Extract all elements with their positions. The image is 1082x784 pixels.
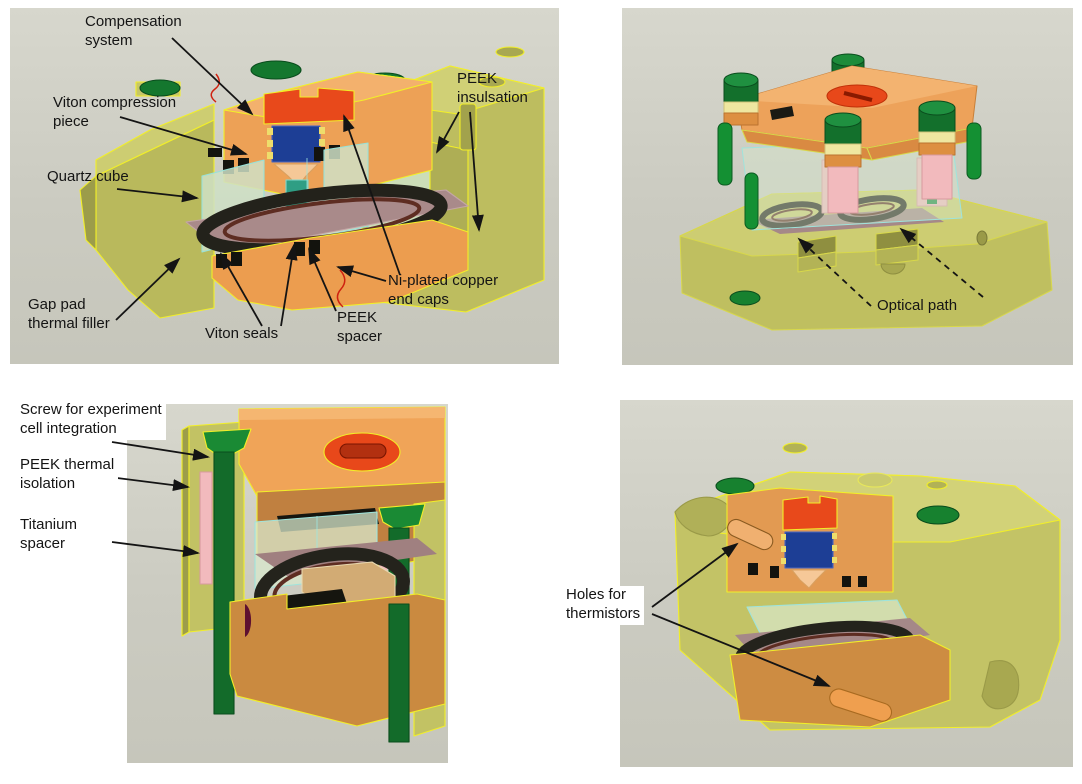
label-quartz-cube: Quartz cube [47,168,129,185]
label-viton-seals: Viton seals [205,325,279,342]
cad-render-corner-cutaway [181,406,446,743]
panel-top-right-assembled [622,8,1073,365]
label-holes-for-thermistors: Holes for thermistors [566,586,645,625]
cad-render-thermistor-cutaway [674,442,1061,731]
cad-body-group [674,442,1061,731]
panel-bottom-left-detail [127,404,448,763]
panel-bottom-right-thermistors [620,400,1073,767]
label-peek-insulsation: PEEK insulsation [457,70,528,106]
label-compensation-system: Compensation system [85,13,182,49]
label-peek-thermal-isolation: PEEK thermal isolation [20,456,119,495]
label-viton-compression-piece: Viton compression piece [53,94,177,130]
label-screw-for-experiment-cell-integration: Screw for experiment cell integration [20,401,166,440]
thermistor-hole-upper [727,518,774,551]
label-peek-spacer: PEEK spacer [337,309,383,345]
cad-body-group [181,406,446,743]
label-titanium-spacer: Titanium spacer [20,516,81,555]
label-gap-pad-thermal-filler: Gap pad thermal filler [28,296,110,332]
bolt-stacks [723,72,956,214]
green-pins [717,122,982,230]
thermistor-hole-lower [829,688,893,722]
panel-top-left-cutaway [10,8,559,364]
label-optical-path: Optical path [877,297,958,314]
label-ni-plated-copper-end-caps: Ni-plated copper end caps [388,272,499,308]
cad-render-assembled-view [679,53,1053,331]
cad-body-group [679,53,1053,331]
